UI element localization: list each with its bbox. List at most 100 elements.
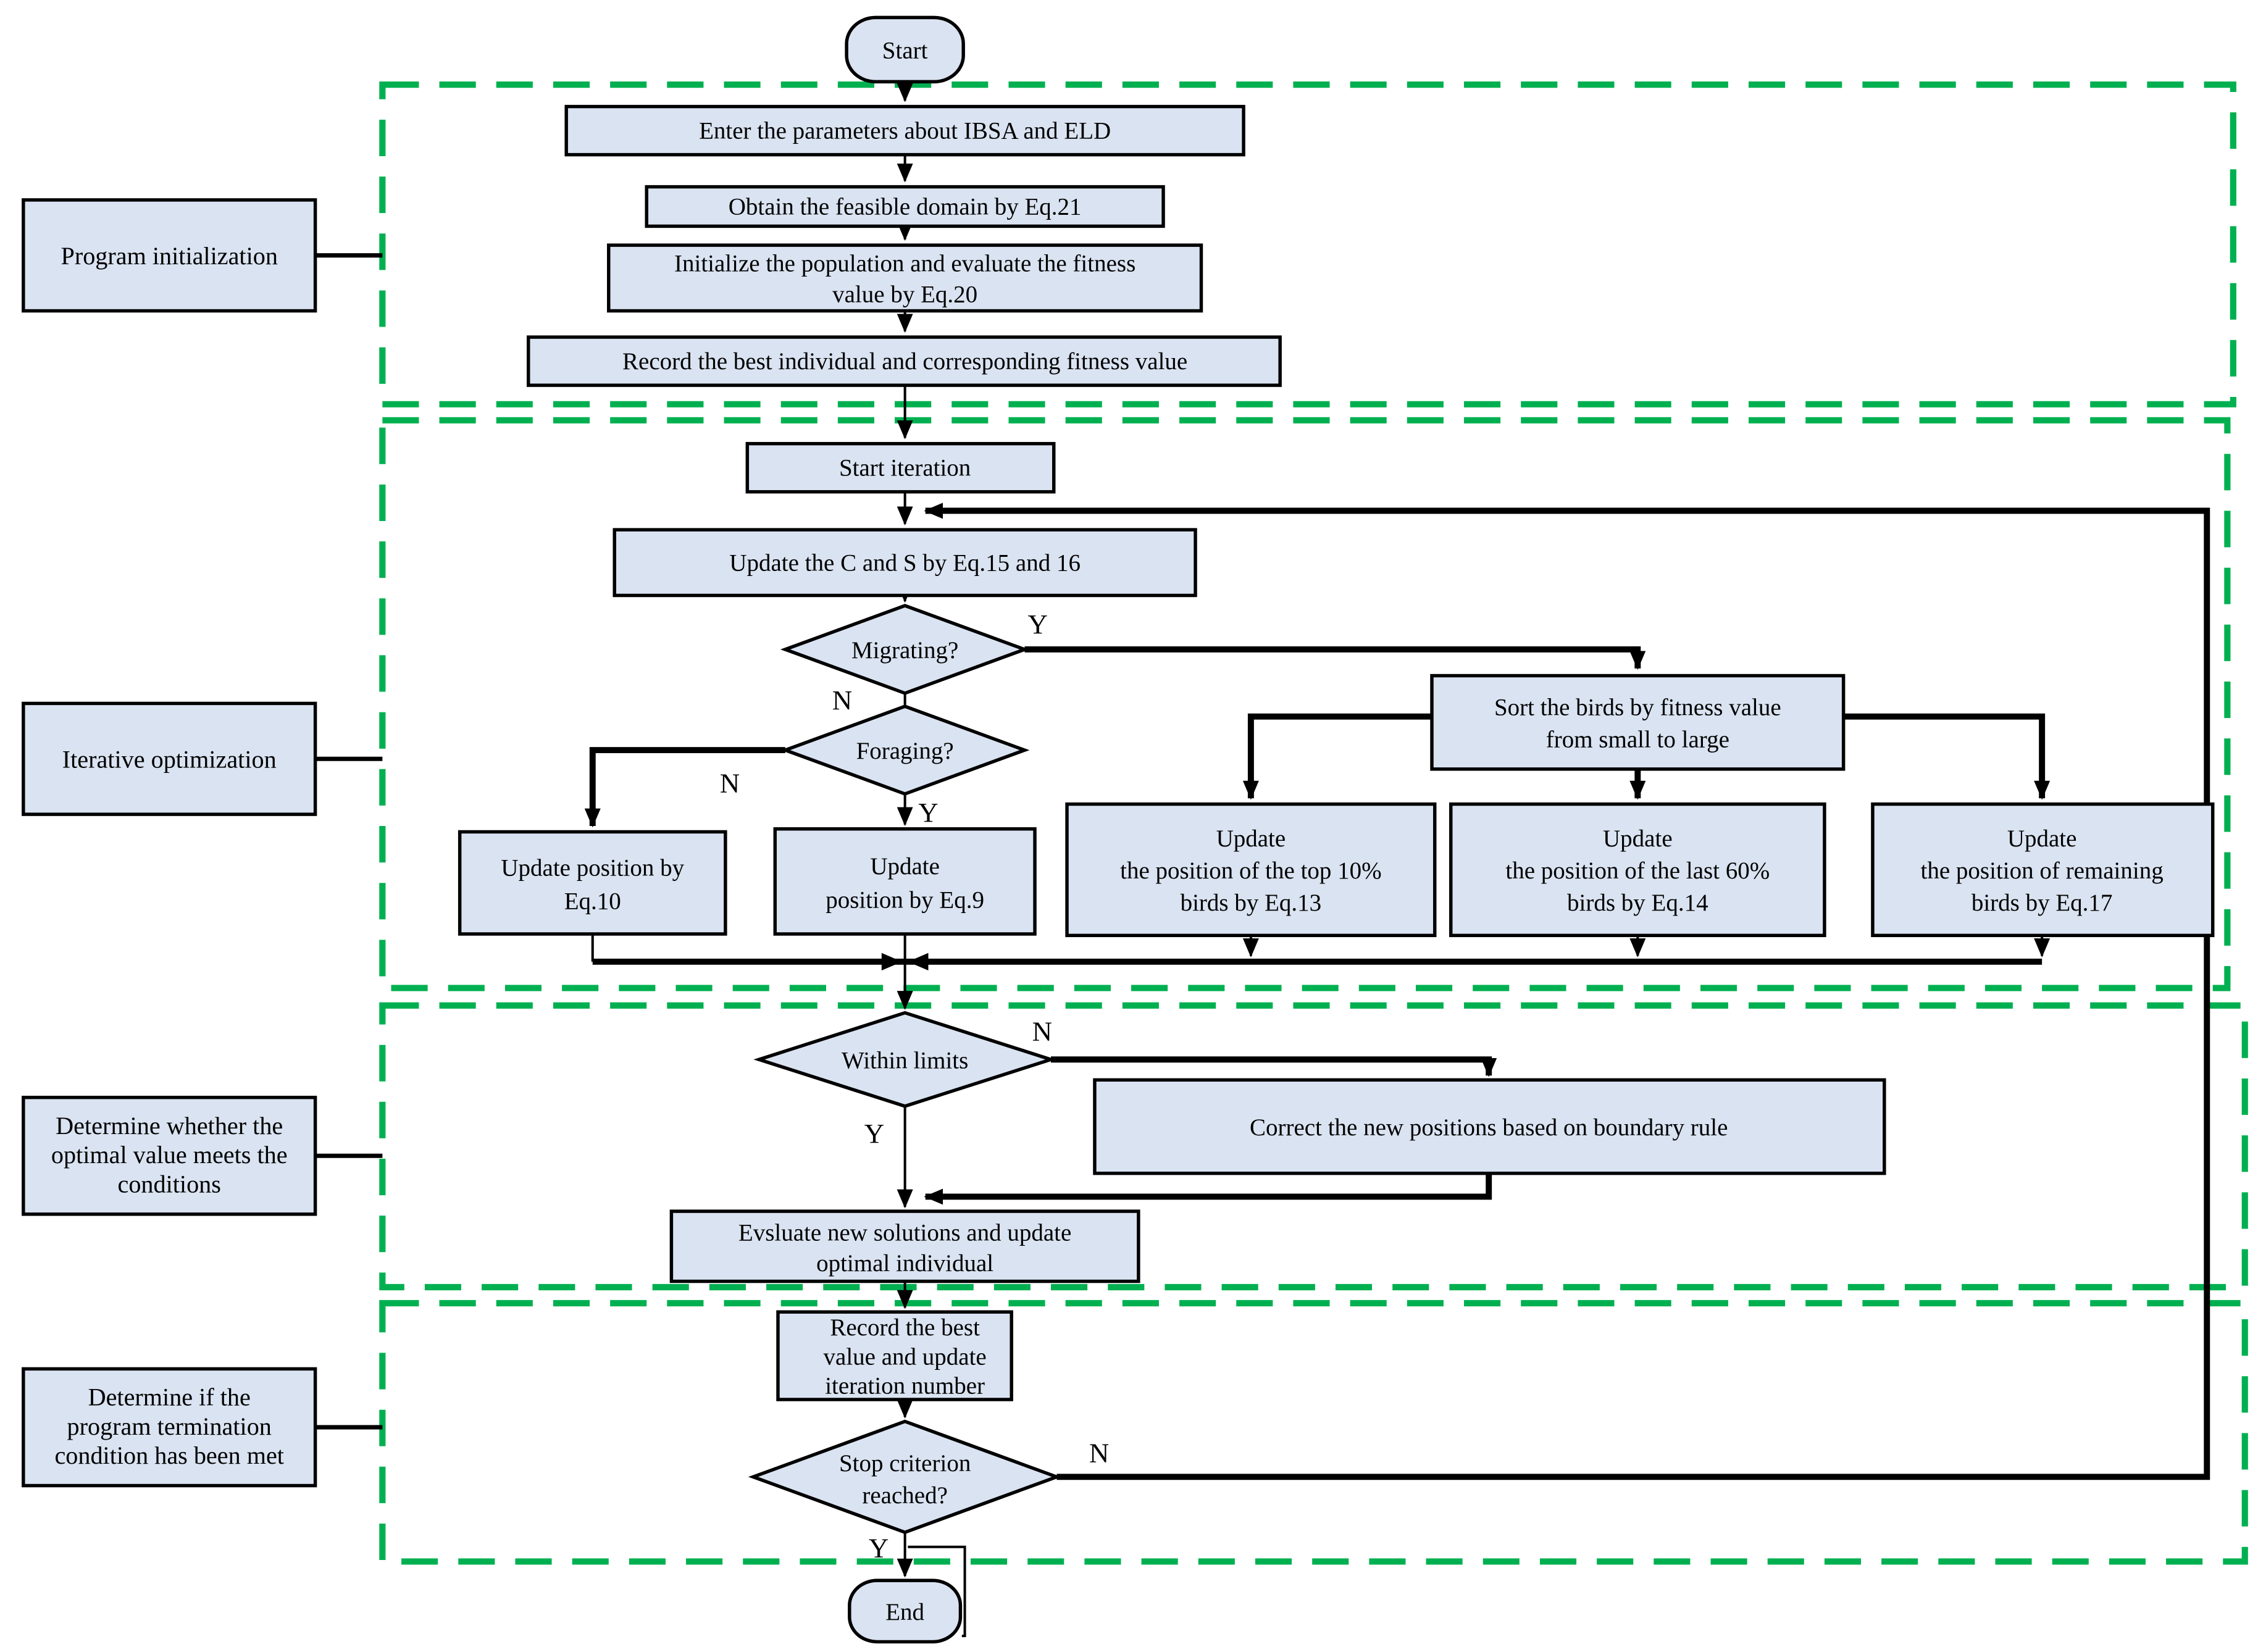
label-stop-yes: Y [869, 1532, 889, 1563]
decision-diamond [748, 1419, 1062, 1535]
process-box [1093, 1078, 1886, 1175]
process-text: Update [2007, 825, 2077, 852]
region-program-initialization [379, 81, 2236, 407]
process-text: the position of the top 10% [1120, 857, 1382, 884]
edge-within-no-to-correct [1051, 1056, 1497, 1077]
phase-label-text: Determine whether the [56, 1112, 283, 1140]
phase-label-optimal-value-check: Determine whether the optimal value meet… [22, 1095, 383, 1216]
process-box [1430, 674, 1846, 771]
node-correct-positions: Correct the new positions based on bound… [1093, 1078, 1886, 1175]
label-migrating-no: N [832, 685, 852, 715]
label-within-no: N [1032, 1016, 1052, 1046]
process-text: Update the C and S by Eq.15 and 16 [729, 549, 1081, 576]
phase-label-text: optimal value meets the [51, 1141, 288, 1169]
process-text: Initialize the population and evaluate t… [674, 251, 1135, 277]
process-box [776, 1310, 1013, 1401]
node-sort-birds: Sort the birds by fitness value from sma… [1430, 674, 1846, 771]
process-text: Obtain the feasible domain by Eq.21 [729, 194, 1082, 220]
phase-label-box [22, 701, 317, 816]
region-termination-check [379, 1299, 2248, 1565]
process-box [613, 528, 1197, 598]
label-within-yes: Y [864, 1118, 884, 1149]
process-text: birds by Eq.17 [1972, 890, 2113, 916]
process-box [1065, 802, 1437, 938]
process-text: Update [1216, 825, 1286, 852]
process-text: Start iteration [839, 455, 971, 482]
region-iterative-optimization [379, 417, 2231, 991]
edge-migrating-yes-to-sort [1024, 646, 1646, 670]
edge-sort-to-top10 [1242, 713, 1432, 800]
node-feasible-domain: Obtain the feasible domain by Eq.21 [645, 185, 1165, 228]
phase-label-termination-check: Determine if the program termination con… [22, 1367, 383, 1488]
node-update-last60: Update the position of the last 60% bird… [1449, 802, 1826, 938]
node-record-best-individual: Record the best individual and correspon… [527, 335, 1282, 387]
process-text: the position of the last 60% [1505, 857, 1770, 884]
end-text: End [885, 1599, 924, 1625]
start-terminator [845, 15, 965, 84]
decision-text: Within limits [842, 1047, 968, 1074]
process-box [645, 185, 1165, 228]
process-box [773, 827, 1037, 936]
process-text: position by Eq.9 [826, 886, 984, 913]
phase-label-box [22, 1367, 317, 1488]
phase-label-text: condition has been met [54, 1441, 283, 1469]
process-box [564, 104, 1245, 157]
phase-label-text: Program initialization [61, 242, 277, 270]
phase-label-text: program termination [67, 1412, 272, 1440]
process-text: the position of remaining [1921, 857, 2164, 884]
process-text: Sort the birds by fitness value [1494, 694, 1781, 720]
start-text: Start [882, 38, 928, 64]
node-initialize-population: Initialize the population and evaluate t… [607, 243, 1203, 313]
process-text: Correct the new positions based on bound… [1250, 1114, 1728, 1141]
merge-arrow-right-icon [881, 953, 902, 971]
node-record-value: Record the best value and update iterati… [776, 1310, 1013, 1401]
process-text: Enter the parameters about IBSA and ELD [699, 118, 1111, 144]
node-stop-criterion-decision: Stop criterion reached? [748, 1419, 1062, 1535]
phase-label-text: Determine if the [88, 1383, 251, 1411]
process-box [607, 243, 1203, 313]
edge-sort-to-remaining [1843, 713, 2051, 800]
process-text: birds by Eq.13 [1181, 890, 1322, 916]
process-text: value by Eq.20 [832, 281, 977, 307]
decision-diamond [780, 604, 1030, 695]
decision-text: reached? [862, 1482, 948, 1509]
process-text: from small to large [1546, 726, 1729, 753]
process-box [458, 830, 727, 936]
node-foraging-decision: Foraging? [780, 704, 1030, 796]
node-end: End [848, 1579, 963, 1644]
process-text: Update [870, 853, 940, 880]
decision-diamond [753, 1011, 1056, 1108]
node-update-top10: Update the position of the top 10% birds… [1065, 802, 1437, 938]
node-update-eq9: Update position by Eq.9 [773, 827, 1037, 936]
decision-text: Migrating? [851, 637, 958, 664]
merge-arrow-left-icon [908, 953, 929, 971]
process-text: birds by Eq.14 [1567, 890, 1708, 916]
node-update-eq10: Update position by Eq.10 [458, 830, 727, 936]
process-text: Record the best individual and correspon… [622, 348, 1187, 375]
node-update-remaining: Update the position of remaining birds b… [1871, 802, 2215, 938]
branch-labels: Y N N Y N Y N Y [720, 609, 1110, 1563]
phase-label-text: conditions [118, 1170, 221, 1198]
process-text: Eq.10 [564, 888, 621, 915]
edge-stop-no-feedback-loop [924, 503, 2210, 1480]
node-within-limits-decision: Within limits [753, 1011, 1056, 1108]
process-text: Record the best [830, 1314, 980, 1341]
phase-label-box [22, 1095, 317, 1216]
node-evaluate-solutions: Evsluate new solutions and update optima… [669, 1209, 1140, 1283]
edge-end-side-loop [908, 1545, 966, 1637]
phase-label-box [22, 198, 317, 313]
end-terminator [848, 1579, 963, 1644]
process-text: iteration number [825, 1373, 985, 1400]
edge-correct-return [924, 1173, 1492, 1205]
decision-diamond [780, 704, 1030, 796]
decision-text: Stop criterion [839, 1450, 971, 1477]
region-optimal-value-check [379, 1002, 2248, 1291]
process-box [1449, 802, 1826, 938]
process-box [669, 1209, 1140, 1283]
label-stop-no: N [1089, 1438, 1109, 1469]
process-text: Update position by [501, 854, 684, 881]
label-migrating-yes: Y [1028, 609, 1048, 640]
process-text: value and update [824, 1343, 987, 1370]
